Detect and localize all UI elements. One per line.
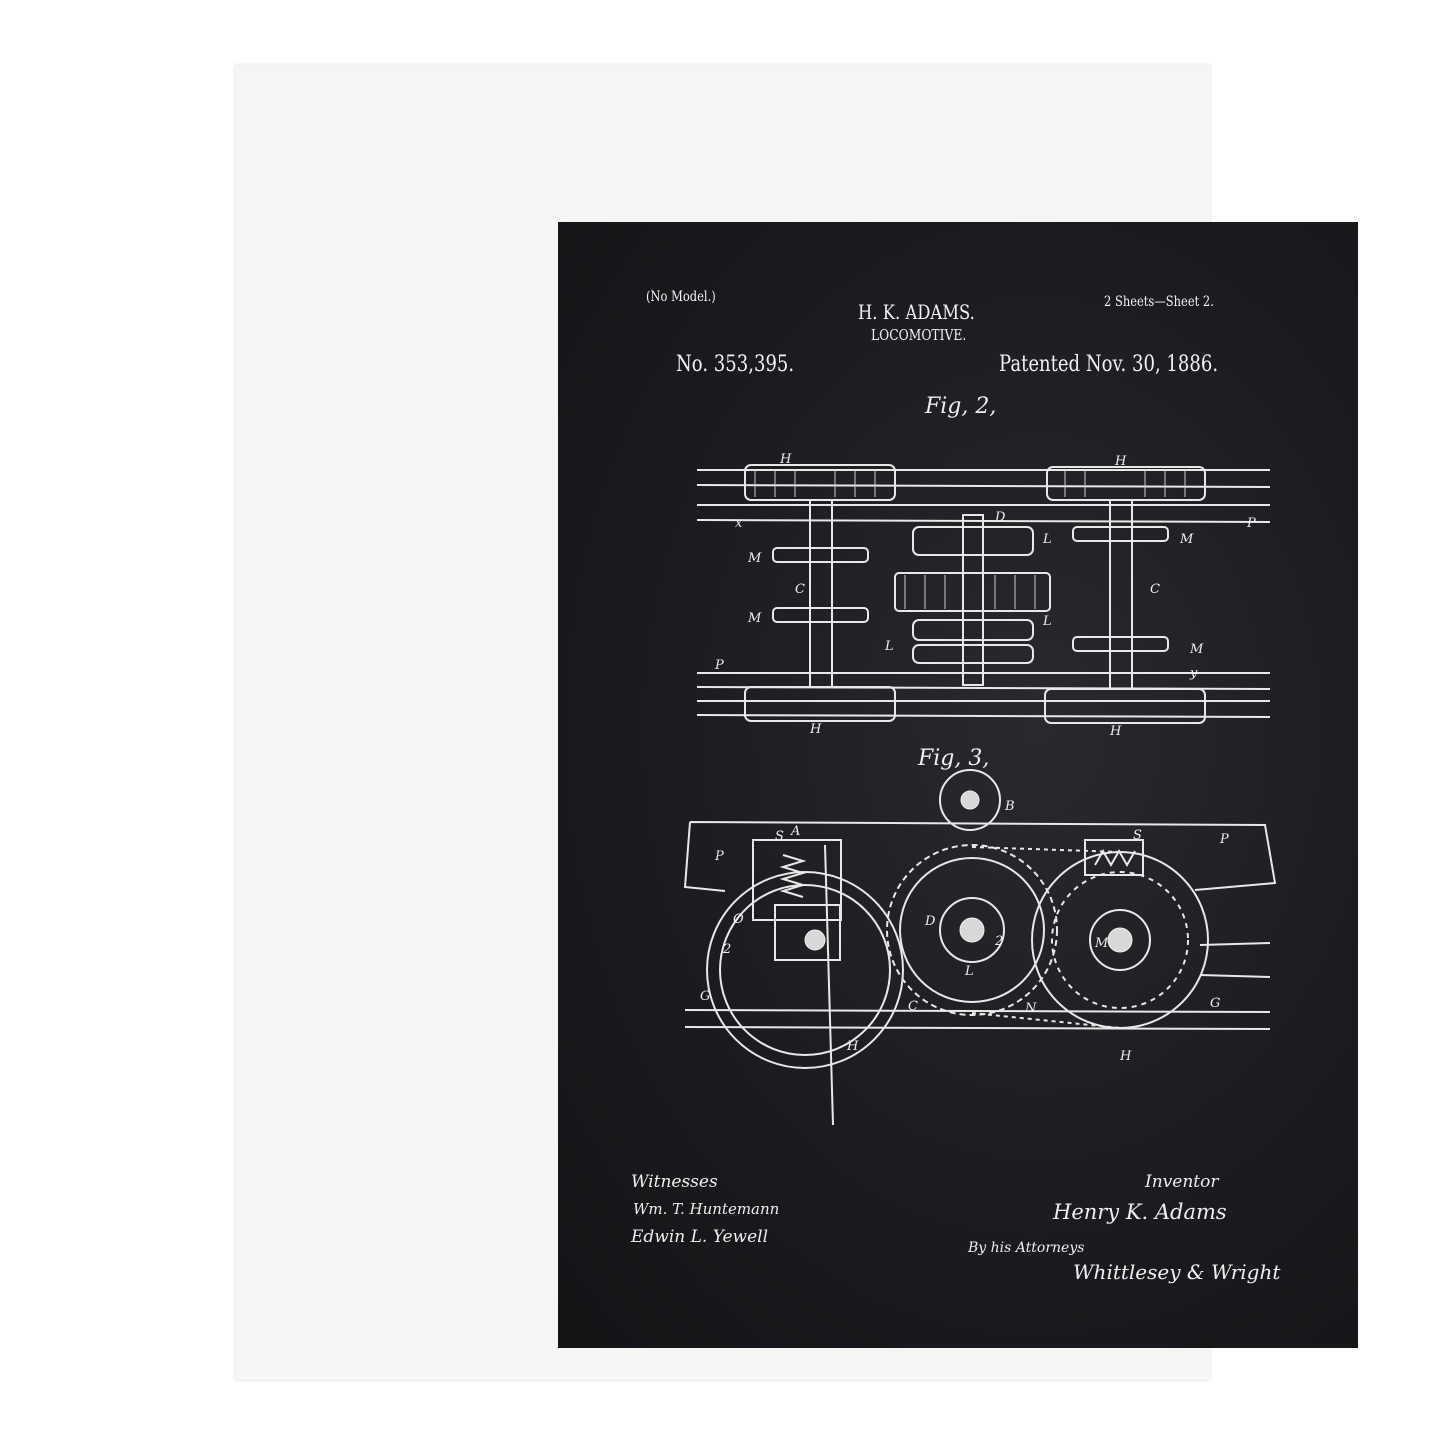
inventor-label: Inventor (1145, 1172, 1219, 1192)
svg-text:M: M (747, 611, 762, 626)
svg-text:H: H (1109, 724, 1122, 739)
svg-text:P: P (714, 849, 724, 864)
svg-text:B: B (1004, 799, 1015, 814)
patent-drawings: Fig, 2, (683, 394, 1277, 1126)
svg-text:M: M (1094, 936, 1109, 951)
svg-text:x: x (735, 516, 743, 531)
svg-text:H: H (809, 722, 822, 737)
patent-title: LOCOMOTIVE. (871, 326, 967, 344)
svg-text:2: 2 (722, 942, 731, 957)
fig3-drawing: S A B S P P O D L M G G H H N C 2 (683, 769, 1277, 1126)
svg-text:P: P (1246, 516, 1256, 531)
svg-text:L: L (1042, 532, 1052, 547)
white-picture-frame: (No Model.) 2 Sheets—Sheet 2. H. K. ADAM… (235, 65, 1358, 1380)
svg-text:M: M (1189, 642, 1204, 657)
svg-text:C: C (908, 999, 918, 1014)
witness-1-signature: Wm. T. Huntemann (633, 1200, 780, 1218)
svg-text:M: M (1179, 532, 1194, 547)
svg-text:L: L (884, 639, 894, 654)
svg-text:O: O (733, 912, 744, 927)
fig2-drawing: H H H H M M M M C C L L L D P P x (696, 452, 1271, 739)
no-model-note: (No Model.) (646, 289, 716, 305)
svg-text:P: P (714, 658, 724, 673)
svg-text:H: H (1114, 454, 1127, 469)
inventor-name: H. K. ADAMS. (858, 300, 975, 324)
svg-text:H: H (1119, 1049, 1132, 1064)
fig2-label: Fig, 2, (924, 394, 996, 419)
svg-text:L: L (1042, 614, 1052, 629)
attorneys-signature: Whittlesey & Wright (1073, 1260, 1281, 1284)
svg-text:2: 2 (994, 934, 1003, 949)
svg-text:y: y (1189, 666, 1198, 681)
svg-text:D: D (994, 510, 1006, 525)
svg-text:M: M (747, 551, 762, 566)
patent-number: No. 353,395. (676, 352, 795, 377)
svg-text:P: P (1219, 832, 1229, 847)
fig3-label: Fig, 3, (917, 746, 989, 771)
svg-text:G: G (700, 989, 710, 1004)
sheets-note: 2 Sheets—Sheet 2. (1104, 294, 1214, 310)
patent-print: (No Model.) 2 Sheets—Sheet 2. H. K. ADAM… (558, 222, 1358, 1348)
svg-text:N: N (1024, 1001, 1037, 1016)
svg-text:D: D (924, 914, 936, 929)
svg-text:H: H (846, 1039, 859, 1054)
svg-text:G: G (1210, 996, 1220, 1011)
svg-text:C: C (1150, 582, 1160, 597)
svg-text:A: A (790, 824, 800, 839)
inventor-signature: Henry K. Adams (1053, 1200, 1227, 1224)
svg-text:H: H (779, 452, 792, 467)
svg-text:S: S (775, 829, 784, 844)
patent-date: Patented Nov. 30, 1886. (999, 352, 1219, 377)
witnesses-label: Witnesses (631, 1172, 718, 1192)
svg-text:L: L (964, 964, 974, 979)
attorneys-label: By his Attorneys (968, 1240, 1085, 1256)
svg-text:S: S (1133, 828, 1142, 843)
witness-2-signature: Edwin L. Yewell (631, 1227, 769, 1247)
svg-text:C: C (795, 582, 805, 597)
